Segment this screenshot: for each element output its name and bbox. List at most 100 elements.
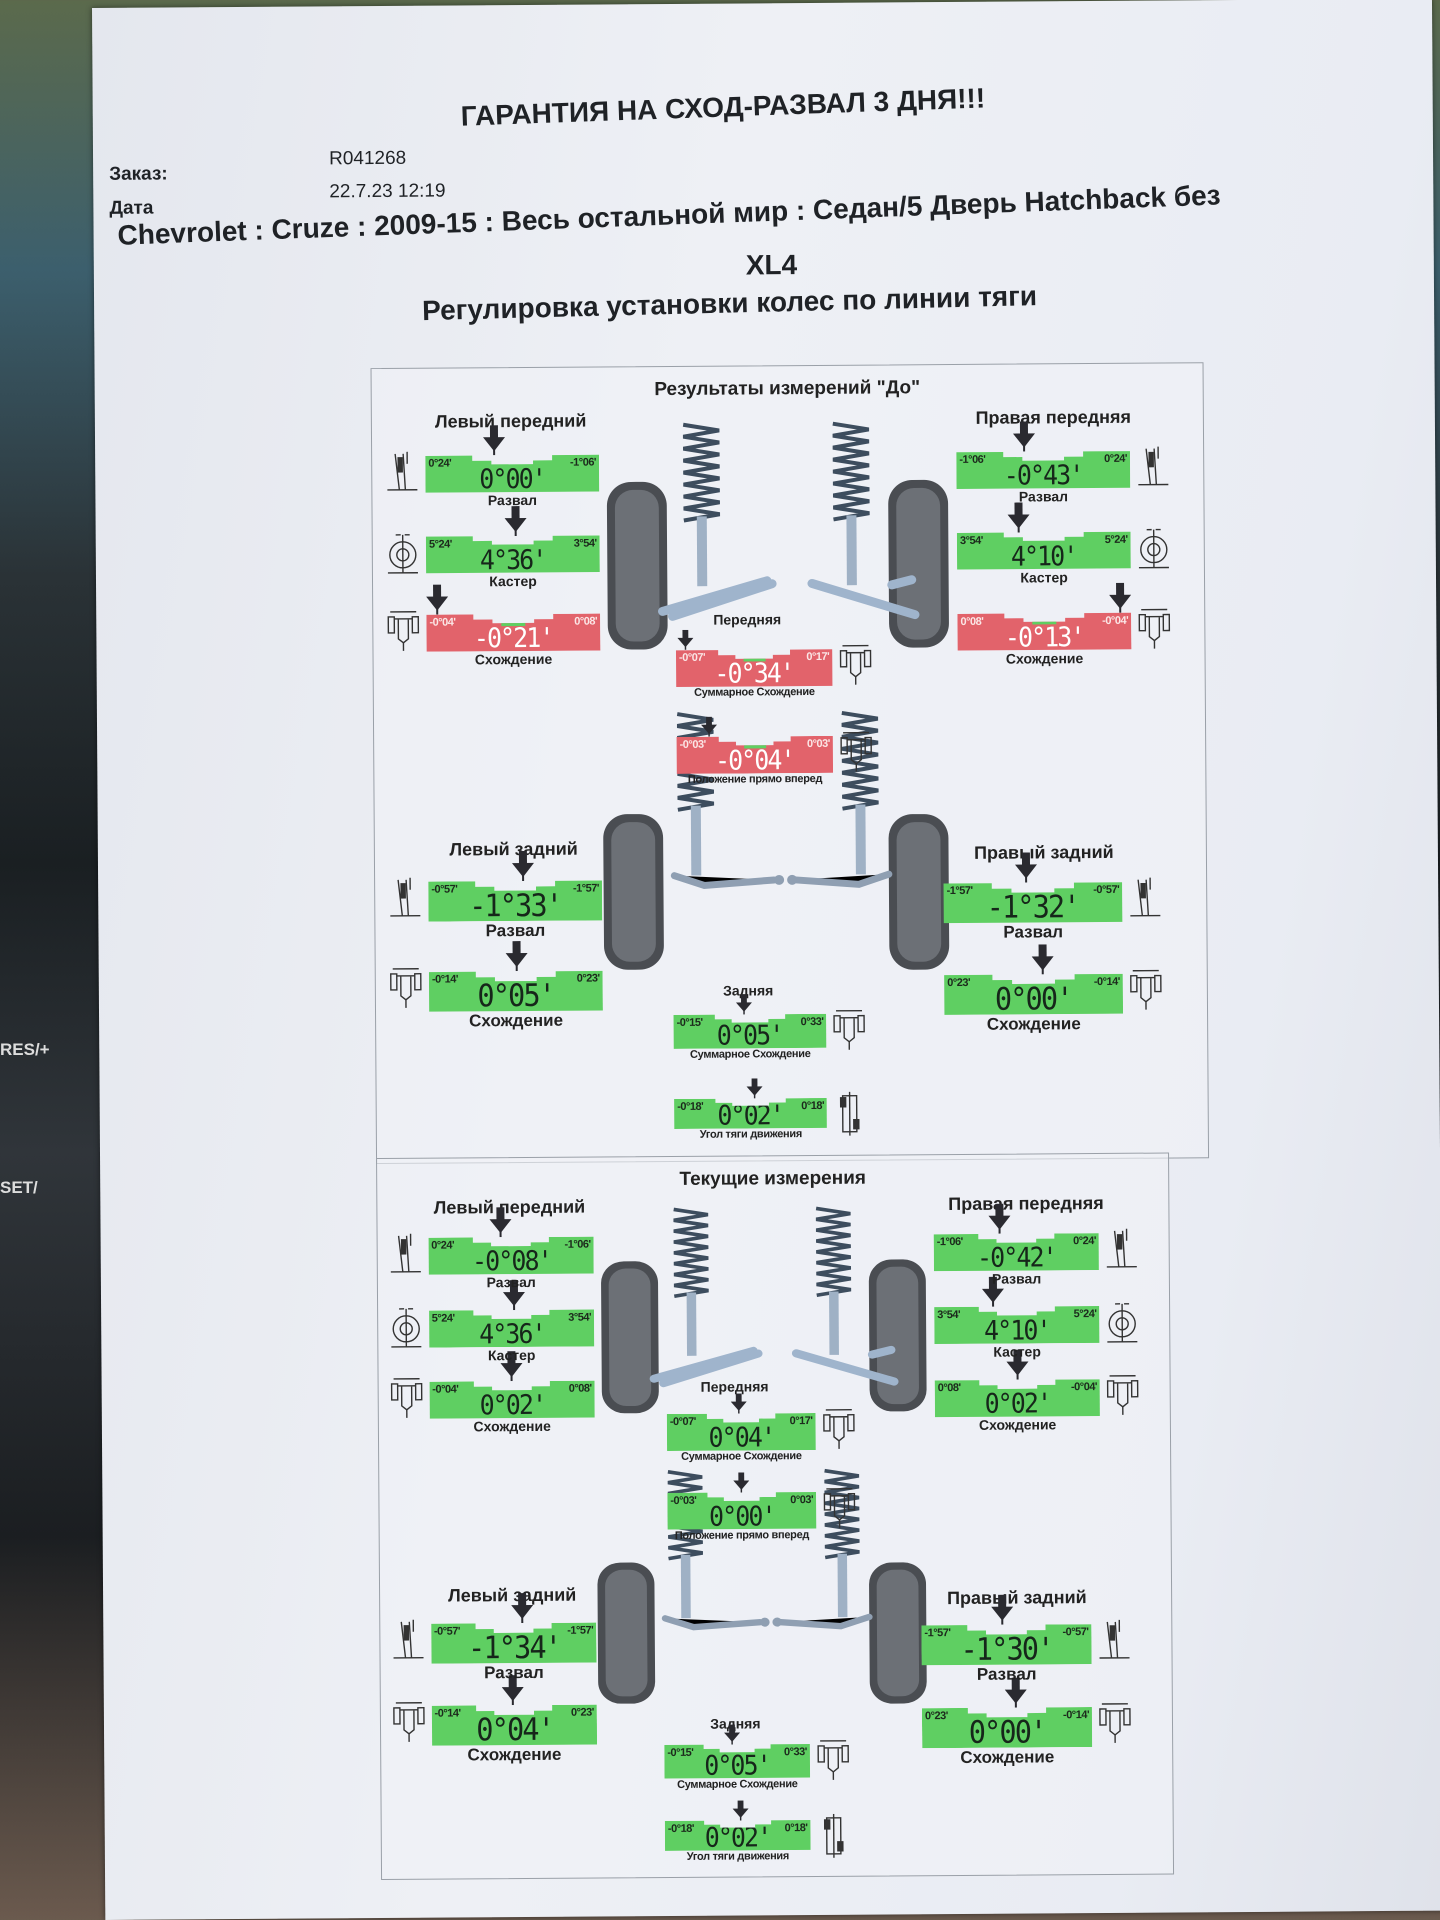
gauge-bar: 5°24'3°54'4°36' (429, 1309, 595, 1347)
gauge-bar: -0°15'0°33'0°05' (664, 1744, 810, 1779)
caster-icon (1136, 525, 1170, 569)
gauge-bar: -0°57'-1°57'-1°34' (431, 1623, 597, 1664)
rr-title: Правый задний (947, 1587, 1087, 1609)
suspension-diagram (603, 421, 950, 970)
right-rear-spring (824, 1468, 860, 1560)
gauge-value: 0°04' (475, 1712, 553, 1749)
toe-icon (816, 1737, 850, 1781)
f-total-gauge: -0°07'0°17'0°04'Суммарное Схождение (667, 1393, 855, 1463)
gauge-bar: -0°18'0°18'0°02' (665, 1820, 811, 1851)
gauge-value: -0°08' (471, 1246, 551, 1278)
lf-camber-gauge: 0°24'-1°06'-0°08'Развал (390, 1207, 594, 1290)
gauge-value: -1°32' (986, 889, 1080, 927)
toe-icon (386, 609, 420, 653)
alignment-printout: ГАРАНТИЯ НА СХОД-РАЗВАЛ 3 ДНЯ!!! Заказ: … (92, 0, 1440, 1920)
gauge-bar: -1°57'-0°57'-1°32' (944, 882, 1123, 923)
vehicle-description: Chevrolet : Cruze : 2009-15 : Весь остал… (117, 179, 1222, 251)
indicator-arrow-icon (1006, 1349, 1029, 1380)
gauge-bar: -1°06'0°24'-0°43' (956, 451, 1130, 489)
toe-icon (389, 1376, 423, 1420)
indicator-arrow-icon (1031, 944, 1054, 975)
rf-caster-gauge: 3°54'5°24'4°10'Кастер (957, 502, 1169, 585)
indicator-arrow-icon (991, 1594, 1014, 1625)
rf-toe-gauge: 0°08'-0°04'0°02'Схождение (935, 1349, 1139, 1433)
gauge-label: Суммарное Схождение (681, 1450, 802, 1463)
gauge-value: -1°33' (469, 887, 562, 925)
gauge-bar: -0°04'0°08'-0°21' (426, 614, 600, 652)
gauge-label: Схождение (1005, 649, 1084, 667)
indicator-arrow-icon (1109, 582, 1132, 613)
rf-title: Правая передняя (948, 1192, 1104, 1214)
indicator-arrow-icon (677, 630, 694, 651)
gauge-bar: -0°07'0°17'0°04' (667, 1413, 816, 1451)
indicator-arrow-icon (489, 1207, 512, 1238)
front-title: Передняя (700, 1378, 769, 1395)
toe-icon (821, 1407, 855, 1451)
gauge-value: 0°04' (708, 1422, 775, 1454)
suspension-diagram (597, 1206, 927, 1704)
gauge-value: -0°13' (1004, 621, 1084, 654)
gauge-bar: -0°04'0°08'0°02' (429, 1381, 595, 1419)
rr-toe-gauge: 0°23'-0°14'0°00'Схождение (922, 1677, 1131, 1767)
gauge-value: 0°00' (479, 464, 546, 496)
gauge-value: 0°02' (479, 1390, 545, 1422)
gauge-bar: 3°54'5°24'4°10' (934, 1306, 1100, 1344)
order-label: Заказ: (109, 163, 168, 185)
gauge-value: 0°00' (968, 1714, 1046, 1751)
lf-camber-gauge: 0°24'-1°06'0°00'Развал (387, 425, 599, 509)
gauge-bar: -0°07'0°17'-0°34' (676, 649, 832, 687)
warranty-title: ГАРАНТИЯ НА СХОД-РАЗВАЛ 3 ДНЯ!!! (460, 82, 986, 132)
indicator-arrow-icon (736, 994, 753, 1015)
indicator-arrow-icon (510, 1593, 533, 1624)
indicator-arrow-icon (746, 1078, 763, 1099)
indicator-arrow-icon (733, 1471, 750, 1493)
gauge-value: -0°43' (1003, 460, 1083, 492)
r-thrust-gauge: -0°18'0°18'0°02'Угол тяги движения (665, 1800, 844, 1863)
toe-icon (1137, 606, 1171, 650)
rf-camber-gauge: -1°06'0°24'-0°42'Развал (934, 1203, 1138, 1287)
toe-icon (1129, 967, 1163, 1011)
gauge-label: Суммарное Схождение (677, 1777, 798, 1791)
indicator-arrow-icon (1004, 1677, 1027, 1708)
lf-toe-gauge: -0°04'0°08'-0°21'Схождение (387, 584, 600, 667)
gauge-value: 0°05' (704, 1749, 771, 1782)
gauge-label: Развал (487, 492, 538, 509)
gauge-bar: -0°18'0°18'0°02' (674, 1098, 827, 1129)
lr-camber-gauge: -0°57'-1°57'-1°33'Развал (390, 850, 602, 940)
gauge-bar: 0°24'-1°06'0°00' (425, 455, 599, 493)
camber-icon (1105, 1227, 1139, 1271)
gauge-bar: 5°24'3°54'4°36' (426, 535, 600, 573)
indicator-arrow-icon (500, 1351, 523, 1382)
rf-toe-gauge: 0°08'-0°04'-0°13'Схождение (957, 582, 1170, 666)
gauge-label: Положение прямо вперед (687, 772, 823, 786)
gauge-bar: -0°14'0°23'0°05' (429, 971, 603, 1012)
lr-toe-gauge: -0°14'0°23'0°05'Схождение (390, 941, 603, 1031)
indicator-arrow-icon (700, 716, 717, 737)
indicator-arrow-icon (483, 425, 506, 456)
lr-camber-gauge: -0°57'-1°57'-1°34'Развал (393, 1593, 597, 1682)
gauge-value: -0°34' (714, 658, 794, 691)
rf-camber-gauge: -1°06'0°24'-0°43'Развал (956, 421, 1169, 505)
indicator-arrow-icon (982, 1276, 1005, 1307)
gauge-label: Суммарное Схождение (694, 686, 815, 700)
gauge-value: -1°30' (960, 1631, 1053, 1669)
r-total-gauge: -0°15'0°33'0°05'Суммарное Схождение (664, 1724, 849, 1790)
r-total-gauge: -0°15'0°33'0°05'Суммарное Схождение (674, 994, 866, 1061)
gauge-value: 0°02' (704, 1822, 771, 1854)
indicator-arrow-icon (502, 1279, 525, 1311)
f-setback-gauge: -0°03'0°03'-0°04'Положение прямо вперед (677, 716, 872, 786)
gauge-value: 0°02' (717, 1100, 784, 1132)
gauge-value: 0°02' (984, 1388, 1051, 1421)
indicator-arrow-icon (1015, 852, 1038, 883)
indicator-arrow-icon (730, 1393, 747, 1414)
indicator-arrow-icon (425, 584, 448, 615)
gauge-bar: -0°14'0°23'0°04' (431, 1705, 597, 1746)
rr-camber-gauge: -1°57'-0°57'-1°32'Развал (944, 852, 1161, 942)
gauge-label: Схождение (469, 1011, 564, 1031)
indicator-arrow-icon (505, 941, 528, 972)
camber-icon (391, 1618, 425, 1662)
gauge-label: Развал (485, 920, 546, 941)
camber-icon (388, 876, 422, 920)
lf-toe-gauge: -0°04'0°08'0°02'Схождение (390, 1351, 595, 1435)
